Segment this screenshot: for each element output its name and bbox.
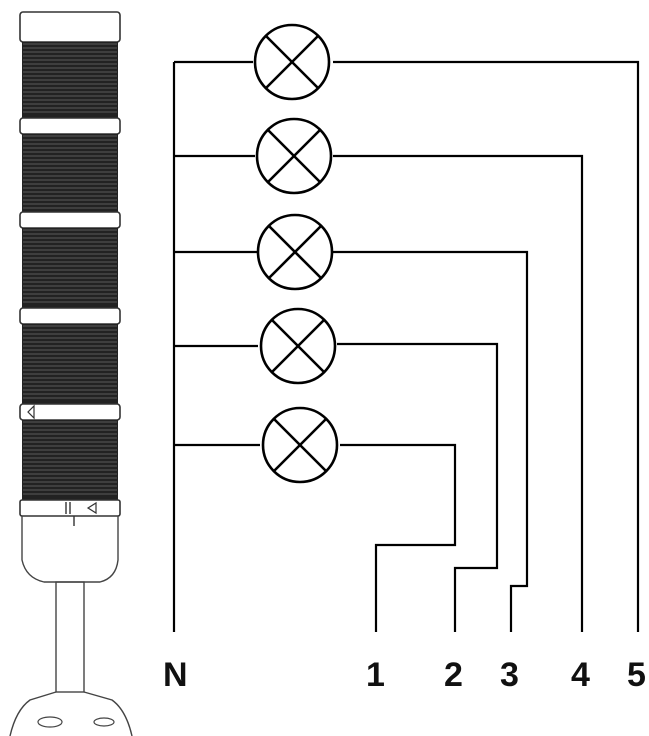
lamp-symbol [253,23,331,101]
terminal-label-5: 5 [627,656,646,694]
wire-terminal-5 [333,60,640,632]
terminal-label-3: 3 [500,656,519,694]
wire-terminal-3 [333,250,529,632]
lamp-symbol [256,213,334,291]
terminal-label-1: 1 [366,656,385,694]
lamp-symbol [261,406,339,484]
terminal-label-4: 4 [571,656,590,694]
lamp-symbol [255,117,333,195]
lamp-symbol [259,307,337,385]
terminal-label-2: 2 [444,656,463,694]
wire-terminal-4 [333,154,584,632]
wire-terminal-1 [340,443,457,632]
signal-tower-illustration [9,11,133,736]
wire-terminal-2 [337,342,499,632]
neutral-label: N [163,656,188,694]
